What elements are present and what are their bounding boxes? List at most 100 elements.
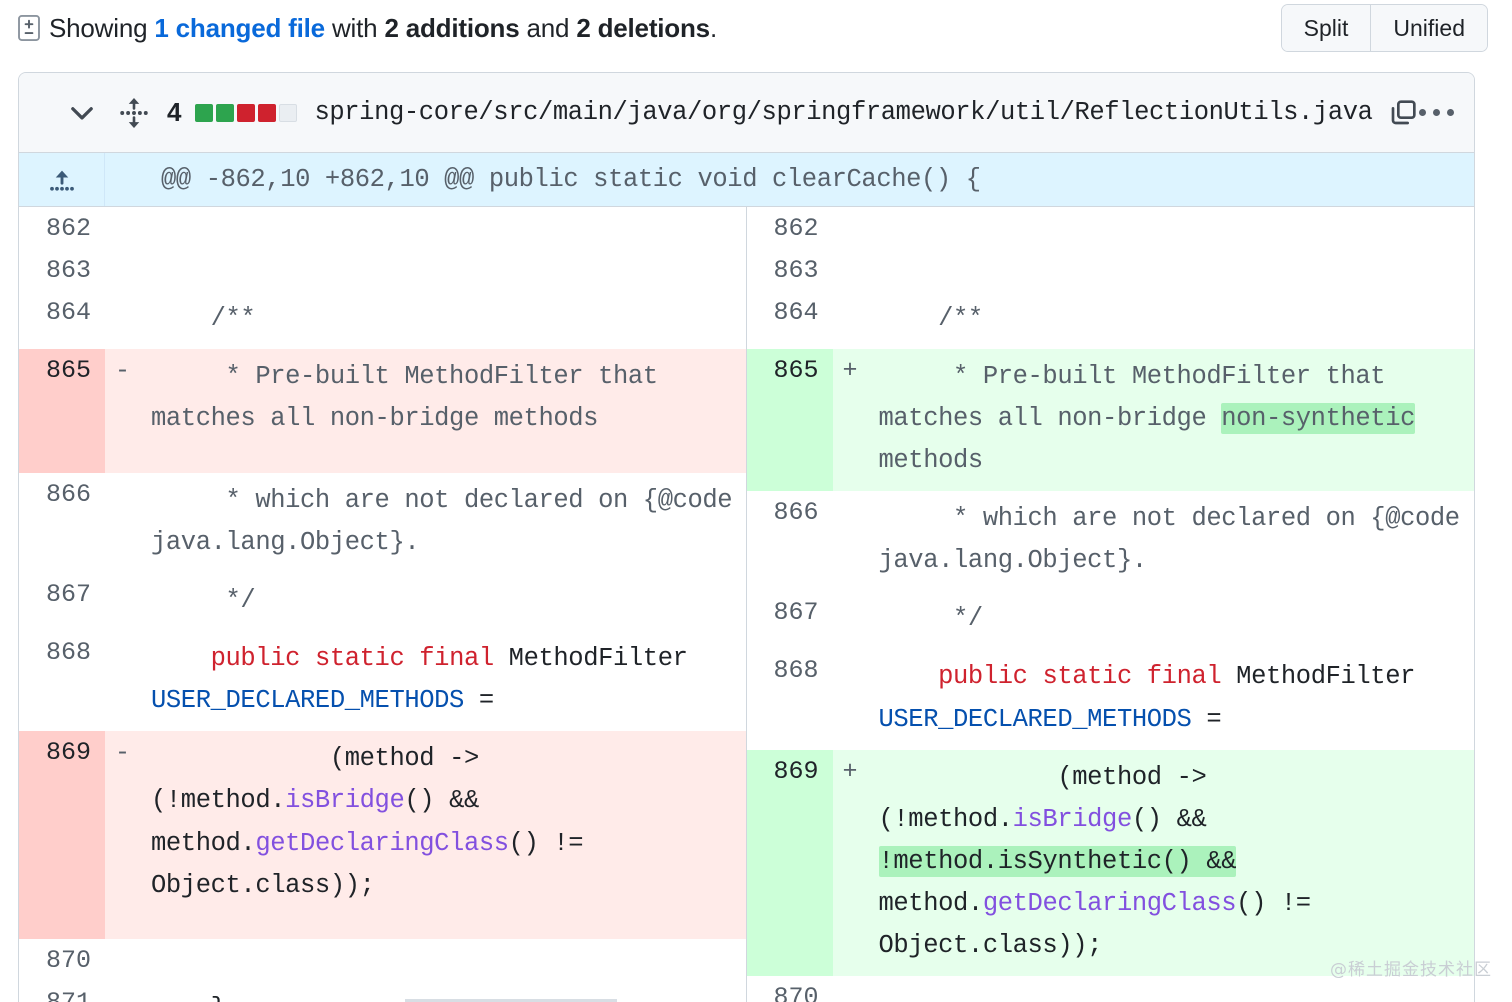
line-number[interactable]: 864 [746, 291, 833, 350]
line-number[interactable]: 869 [19, 731, 105, 940]
table-row: 869 - (method -> (!method.isBridge() && … [19, 731, 746, 940]
line-number[interactable]: 862 [19, 207, 105, 249]
copy-icon[interactable] [1387, 97, 1419, 129]
additions-count: 2 additions [384, 12, 520, 43]
code-cell: * Pre-built MethodFilter that matches al… [878, 349, 1474, 492]
line-number[interactable]: 865 [19, 349, 105, 474]
code-cell: */ [878, 591, 1474, 650]
line-number[interactable]: 869 [746, 749, 833, 976]
line-number[interactable]: 868 [19, 631, 105, 732]
table-row: 867 */ [746, 591, 1474, 650]
diff-stat-square-del [237, 103, 256, 122]
kebab-horizontal-icon[interactable] [1418, 109, 1460, 116]
table-row: 865 + * Pre-built MethodFilter that matc… [746, 349, 1474, 492]
line-marker [105, 573, 151, 632]
line-marker [105, 939, 151, 982]
line-number[interactable]: 862 [746, 207, 833, 249]
line-marker [105, 473, 151, 574]
diff-view-toggle: Split Unified [1280, 4, 1488, 52]
deletions-count: 2 deletions [576, 12, 710, 43]
line-number[interactable]: 867 [746, 591, 833, 650]
word-diff-highlight: non-synthetic [1221, 403, 1415, 435]
line-number[interactable]: 863 [746, 249, 833, 291]
table-row: 862 [746, 207, 1474, 249]
line-marker [105, 291, 151, 350]
diff-summary-text-group: Showing 1 changed file with 2 additions … [18, 13, 1281, 44]
code-cell: * Pre-built MethodFilter that matches al… [151, 349, 746, 474]
diff-summary-sentence: Showing 1 changed file with 2 additions … [49, 13, 717, 44]
code-cell: * which are not declared on {@code java.… [878, 491, 1474, 592]
table-row: 868 public static final MethodFilter USE… [746, 649, 1474, 750]
changed-files-link[interactable]: 1 changed file [154, 12, 325, 43]
split-view-button[interactable]: Split [1281, 5, 1371, 51]
line-number[interactable]: 866 [19, 473, 105, 574]
code-cell [151, 207, 746, 249]
file-path[interactable]: spring-core/src/main/java/org/springfram… [314, 98, 1373, 127]
diff-stat-square-add [195, 103, 214, 122]
line-marker: + [832, 749, 879, 976]
line-marker [105, 207, 151, 249]
table-row: 871 } [19, 981, 746, 1002]
code-cell: * which are not declared on {@code java.… [151, 473, 746, 574]
table-row: 870 [746, 975, 1474, 1002]
code-cell: public static final MethodFilter USER_DE… [151, 631, 746, 732]
code-cell [878, 249, 1474, 291]
expand-up-button[interactable] [19, 153, 105, 206]
code-cell: (method -> (!method.isBridge() && method… [151, 731, 746, 940]
line-marker [832, 249, 879, 291]
code-cell: /** [878, 291, 1474, 350]
hunk-header-row: @@ -862,10 +862,10 @@ public static void… [19, 153, 1474, 207]
file-diff-icon [18, 15, 40, 41]
diff-summary-bar: Showing 1 changed file with 2 additions … [0, 0, 1512, 56]
code-cell [151, 249, 746, 291]
line-number[interactable]: 866 [746, 491, 833, 592]
diff-stat-square-del [258, 103, 277, 122]
line-number[interactable]: 868 [746, 649, 833, 750]
line-number[interactable]: 867 [19, 573, 105, 632]
code-cell [151, 939, 746, 982]
line-marker [832, 649, 879, 750]
hunk-header-text: @@ -862,10 +862,10 @@ public static void… [161, 165, 981, 194]
split-diff-body: 862 863 864 /** 865 - [19, 207, 1474, 1002]
kebab-dot [1446, 109, 1454, 116]
line-marker: + [832, 349, 879, 492]
line-marker [832, 207, 879, 249]
expand-collapse-icon[interactable] [119, 96, 149, 130]
diff-stat-squares [195, 103, 298, 122]
line-number[interactable]: 870 [19, 939, 105, 982]
line-number[interactable]: 870 [746, 975, 833, 1002]
line-marker [832, 291, 879, 350]
line-marker [832, 491, 879, 592]
table-row: 870 [19, 939, 746, 982]
unified-view-button[interactable]: Unified [1370, 5, 1487, 51]
line-number[interactable]: 865 [746, 349, 833, 492]
summary-suffix: . [709, 12, 717, 43]
table-row: 865 - * Pre-built MethodFilter that matc… [19, 349, 746, 474]
kebab-dot [1432, 109, 1440, 116]
code-cell [878, 975, 1474, 1002]
line-marker [105, 981, 151, 1002]
line-number[interactable]: 871 [19, 981, 105, 1002]
line-number[interactable]: 864 [19, 291, 105, 350]
line-marker [832, 975, 879, 1002]
file-diff-card: 4 spring-core/src/main/java/org/springfr… [18, 72, 1475, 1002]
code-cell: (method -> (!method.isBridge() && !metho… [878, 749, 1474, 976]
line-marker [105, 631, 151, 732]
summary-and: and [519, 12, 577, 43]
file-header: 4 spring-core/src/main/java/org/springfr… [19, 73, 1474, 153]
code-cell: */ [151, 573, 746, 632]
diff-stat-square-neutral [279, 103, 298, 122]
table-row: 866 * which are not declared on {@code j… [746, 491, 1474, 592]
code-cell: /** [151, 291, 746, 350]
file-change-count: 4 [167, 97, 182, 127]
line-marker: - [105, 349, 151, 474]
table-row: 869 + (method -> (!method.isBridge() && … [746, 749, 1474, 976]
chevron-down-icon[interactable] [65, 96, 99, 130]
summary-prefix: Showing [49, 12, 155, 43]
expand-up-icon [49, 170, 74, 191]
code-cell [878, 207, 1474, 249]
diff-side-left: 862 863 864 /** 865 - [19, 207, 747, 1002]
word-diff-highlight: !method.isSynthetic() && [878, 845, 1237, 877]
line-number[interactable]: 863 [19, 249, 105, 291]
